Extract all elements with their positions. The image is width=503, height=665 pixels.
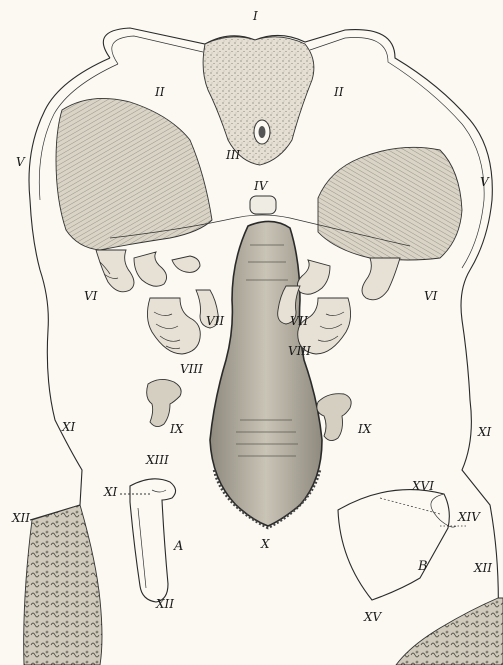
label-XII-inset: XII xyxy=(155,597,174,611)
left-bone-xii xyxy=(24,505,102,665)
label-II-right: II xyxy=(333,85,344,99)
label-XI-right: XI xyxy=(477,425,492,439)
label-V-left: V xyxy=(16,155,26,169)
label-XI-left: XI xyxy=(61,420,76,434)
label-II-left: II xyxy=(154,85,165,99)
label-B: B xyxy=(417,559,428,574)
label-V-right: V xyxy=(480,175,490,189)
label-XIV: XIV xyxy=(457,510,481,524)
label-X: X xyxy=(260,537,270,551)
left-lobe-ix xyxy=(147,379,181,426)
label-VI-right: VI xyxy=(424,289,438,303)
right-lateral-mass xyxy=(318,147,462,260)
label-XVI: XVI xyxy=(411,479,434,493)
label-XII-right: XII xyxy=(473,561,492,575)
label-VII-left: VII xyxy=(206,314,224,328)
label-IX-left: IX xyxy=(169,422,184,436)
central-tongue xyxy=(210,221,322,526)
label-VIII-right: VIII xyxy=(288,344,311,358)
label-III: III xyxy=(225,148,240,162)
inset-b-sketch xyxy=(338,490,466,600)
left-gland-cluster xyxy=(96,250,218,354)
label-A: A xyxy=(173,539,183,554)
label-I: I xyxy=(252,9,258,23)
label-IV: IV xyxy=(253,179,269,193)
label-VII-right: VII xyxy=(290,314,308,328)
central-top-mass xyxy=(203,37,314,165)
structure-iv xyxy=(250,196,276,214)
label-VI-left: VI xyxy=(84,289,98,303)
label-IX-right: IX xyxy=(357,422,372,436)
label-XV: XV xyxy=(363,610,383,624)
label-XI-inset: XI xyxy=(103,485,118,499)
inset-a-sketch xyxy=(120,479,176,602)
central-canal-inner xyxy=(259,126,266,138)
label-XIII: XIII xyxy=(145,453,169,467)
label-VIII-left: VIII xyxy=(180,362,203,376)
right-bone-xii xyxy=(396,598,503,665)
label-XII-left: XII xyxy=(11,511,30,525)
